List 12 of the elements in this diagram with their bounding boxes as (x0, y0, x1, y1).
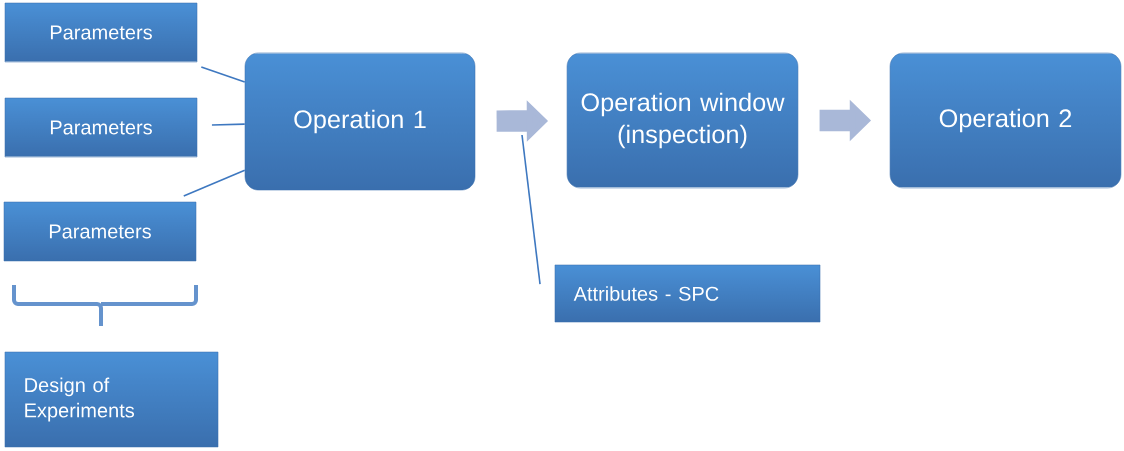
process-box: Operation 1 (244, 52, 476, 191)
process-box: Design of Experiments (4, 351, 219, 448)
process-box: Operation 2 (889, 52, 1122, 189)
leader-line (521, 134, 541, 285)
process-box: Operation window (inspection) (566, 52, 799, 189)
process-box: Attributes - SPC (554, 264, 821, 323)
connector-line (182, 169, 246, 197)
parameter-box: Parameters (3, 201, 197, 262)
parameter-box: Parameters (4, 97, 198, 158)
connector-line (211, 123, 246, 126)
parameter-box: Parameters (4, 2, 198, 63)
connector-line (200, 66, 246, 83)
